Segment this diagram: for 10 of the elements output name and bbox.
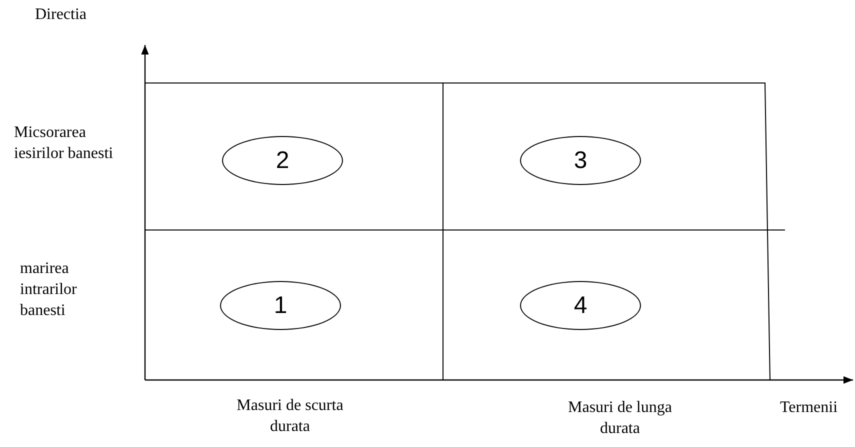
numbered-ellipse: 1 [220,281,341,330]
axis-title: Termenii [780,398,839,418]
axis-category-label: Masuri de scurta durata [236,396,344,437]
axis-category-label: Masuri de lunga durata [567,398,673,439]
axis-category-label: Micsorarea iesirilor banesti [14,123,114,164]
axis-title: Directia [35,5,88,25]
numbered-ellipse: 4 [520,281,641,330]
numbered-ellipse: 3 [520,136,641,185]
numbered-ellipse: 2 [222,136,343,185]
axis-category-label: marirea intrarilor banesti [20,259,78,321]
